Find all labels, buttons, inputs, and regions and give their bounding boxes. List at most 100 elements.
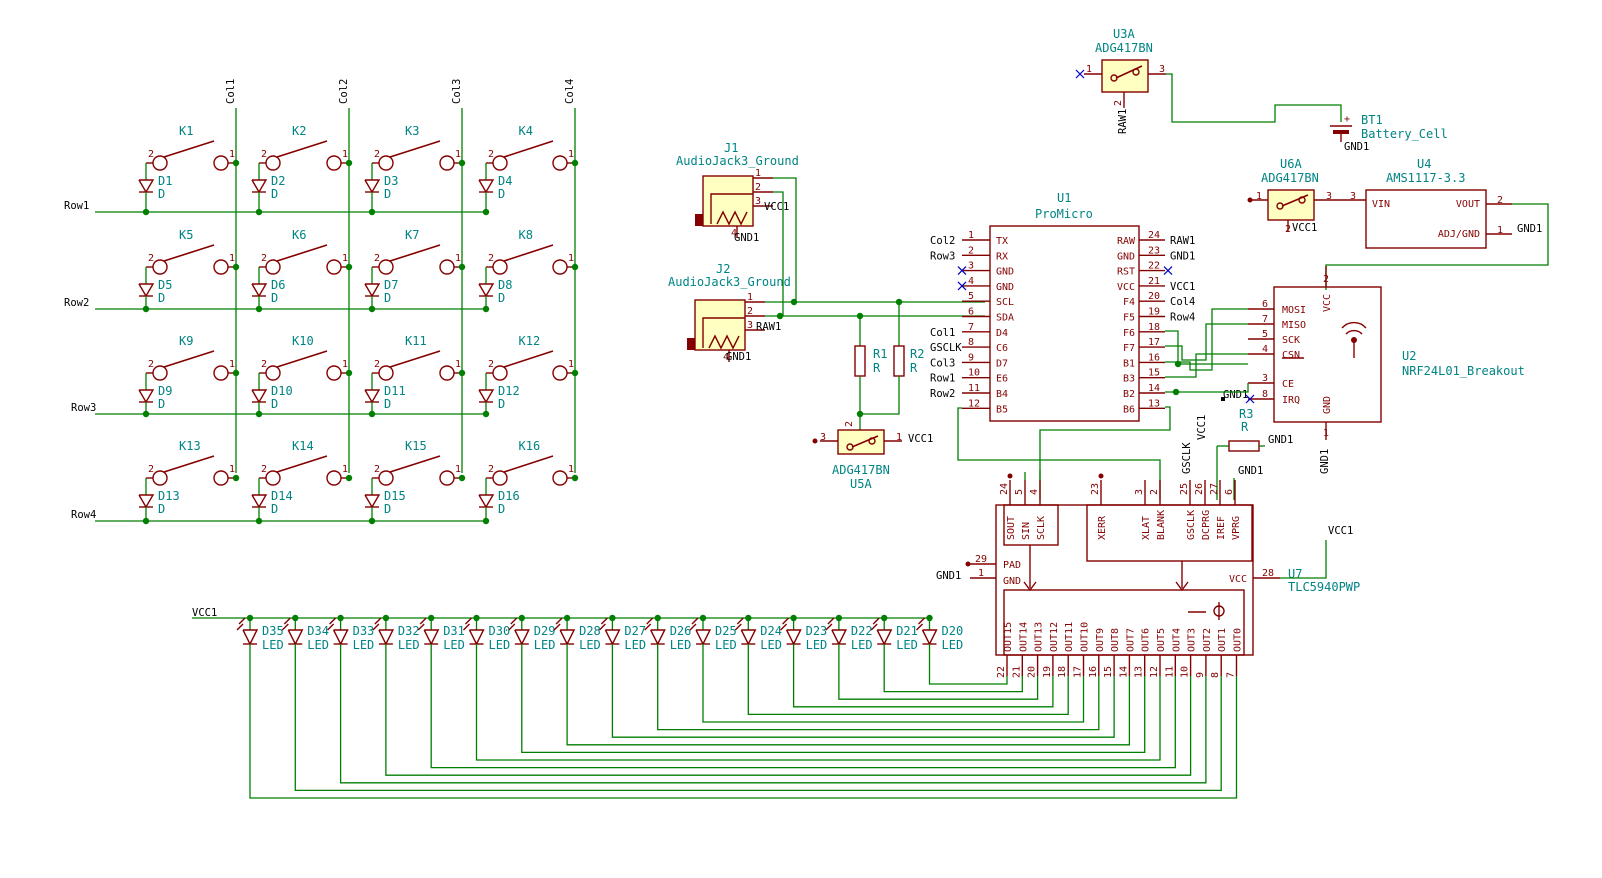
pin-number: 2 bbox=[374, 464, 380, 475]
pin-name: OUT3 bbox=[1187, 628, 1198, 652]
key-ref: K14 bbox=[292, 439, 314, 453]
switch-ref: U6A bbox=[1280, 157, 1302, 171]
pin-number: 13 bbox=[1148, 398, 1160, 409]
diode-triangle bbox=[138, 389, 155, 404]
pin-number: 1 bbox=[1323, 428, 1329, 439]
switch-lever bbox=[389, 244, 441, 262]
wire bbox=[1039, 406, 1171, 500]
pin-name: VPRG bbox=[1231, 516, 1242, 540]
diode-ref: D8 bbox=[498, 278, 512, 292]
diode-value: D bbox=[384, 187, 391, 201]
led-arrow bbox=[419, 617, 427, 625]
pin-number: 19 bbox=[1148, 307, 1160, 318]
jack-plug bbox=[687, 338, 695, 350]
column-net-label: Col2 bbox=[338, 79, 350, 104]
switch-ref: U3A bbox=[1113, 27, 1135, 41]
pin-name: SDA bbox=[996, 313, 1014, 324]
net-label: Row1 bbox=[930, 373, 955, 385]
key-ref: K4 bbox=[519, 124, 533, 138]
pin-number: 2 bbox=[148, 149, 154, 160]
pin-number: 28 bbox=[1262, 568, 1274, 579]
led-arrow bbox=[870, 623, 878, 631]
junction-dot bbox=[142, 410, 150, 418]
switch-pad bbox=[213, 259, 229, 275]
led-to-driver-wire bbox=[883, 644, 1023, 693]
resistor-body bbox=[854, 345, 866, 377]
pin-number: 20 bbox=[1148, 291, 1160, 302]
pin-number: 16 bbox=[1088, 666, 1099, 678]
pin-number: 12 bbox=[1149, 666, 1160, 678]
pin-number: 21 bbox=[1011, 666, 1022, 678]
junction-dot bbox=[255, 208, 263, 216]
switch-body bbox=[837, 429, 885, 455]
switch-lever bbox=[389, 140, 441, 158]
led-arrow bbox=[465, 617, 472, 625]
led-ref: D20 bbox=[942, 624, 964, 638]
switch-pad bbox=[492, 365, 508, 381]
net-label: VCC1 bbox=[1170, 281, 1195, 293]
switch-pad bbox=[152, 365, 168, 381]
pin-name: F4 bbox=[1123, 297, 1135, 308]
diode-value: D bbox=[498, 187, 505, 201]
junction-dot bbox=[255, 517, 263, 525]
column-net-label: Col3 bbox=[451, 79, 463, 104]
diode-triangle bbox=[138, 179, 155, 194]
led-ref: D32 bbox=[398, 624, 420, 638]
wire bbox=[1165, 383, 1249, 393]
switch-pad bbox=[265, 259, 281, 275]
pin-name: F5 bbox=[1123, 313, 1135, 324]
led-ref: D29 bbox=[534, 624, 556, 638]
led-arrow bbox=[644, 623, 652, 631]
led-to-driver-wire bbox=[566, 644, 1131, 746]
pin-number: 18 bbox=[1057, 666, 1068, 678]
key-ref: K7 bbox=[405, 228, 419, 242]
gnd-label: GND1 bbox=[936, 570, 961, 582]
switch-lever bbox=[503, 244, 554, 262]
vcc-net-label: VCC1 bbox=[192, 607, 217, 619]
diode-value: D bbox=[498, 502, 505, 516]
net-label: GSCLK bbox=[930, 342, 962, 354]
led-arrow bbox=[238, 617, 246, 625]
key-ref: K10 bbox=[292, 334, 314, 348]
led-value: LED bbox=[398, 638, 420, 652]
led-triangle bbox=[876, 629, 893, 646]
diode-ref: D11 bbox=[384, 384, 406, 398]
switch-pad bbox=[439, 259, 455, 275]
pin-number: 2 bbox=[844, 421, 855, 427]
switch-lever bbox=[276, 455, 328, 473]
led-ref: D21 bbox=[896, 624, 918, 638]
led-to-driver-wire bbox=[928, 644, 1008, 685]
pin-number: 3 bbox=[1134, 489, 1145, 495]
pin-number: 10 bbox=[968, 368, 980, 379]
pin-number: 23 bbox=[1090, 483, 1101, 495]
net-label: Row2 bbox=[930, 388, 955, 400]
led-to-driver-wire bbox=[249, 644, 1238, 799]
led-triangle bbox=[831, 629, 848, 646]
pin-number: 8 bbox=[968, 337, 974, 348]
led-triangle bbox=[514, 629, 530, 646]
junction-dot bbox=[1174, 360, 1182, 368]
switch-pad bbox=[492, 470, 508, 486]
led-value: LED bbox=[307, 638, 329, 652]
battery-plus-sign: + bbox=[1344, 114, 1350, 125]
switch-lever bbox=[503, 350, 554, 368]
led-ref: D34 bbox=[307, 624, 329, 638]
switch-pad bbox=[439, 155, 455, 171]
pin-number: 2 bbox=[488, 149, 494, 160]
switch-pad bbox=[213, 470, 229, 486]
net-label: GND1 bbox=[734, 232, 759, 244]
led-triangle bbox=[468, 629, 485, 646]
switch-pad bbox=[152, 155, 168, 171]
led-triangle bbox=[650, 629, 666, 646]
key-ref: K5 bbox=[179, 228, 193, 242]
led-arrow bbox=[689, 623, 697, 631]
junction-dot bbox=[571, 159, 579, 167]
led-arrow bbox=[463, 623, 470, 631]
led-ref: D28 bbox=[579, 624, 601, 638]
junction-dot bbox=[571, 474, 579, 482]
switch-lever bbox=[276, 350, 328, 368]
key-ref: K12 bbox=[519, 334, 541, 348]
pin-name: MOSI bbox=[1282, 305, 1306, 316]
audio-jacks: 1234J1AudioJack3_GroundVCC1GND11234J2Aud… bbox=[668, 141, 985, 363]
pin-number: 1 bbox=[229, 464, 235, 475]
